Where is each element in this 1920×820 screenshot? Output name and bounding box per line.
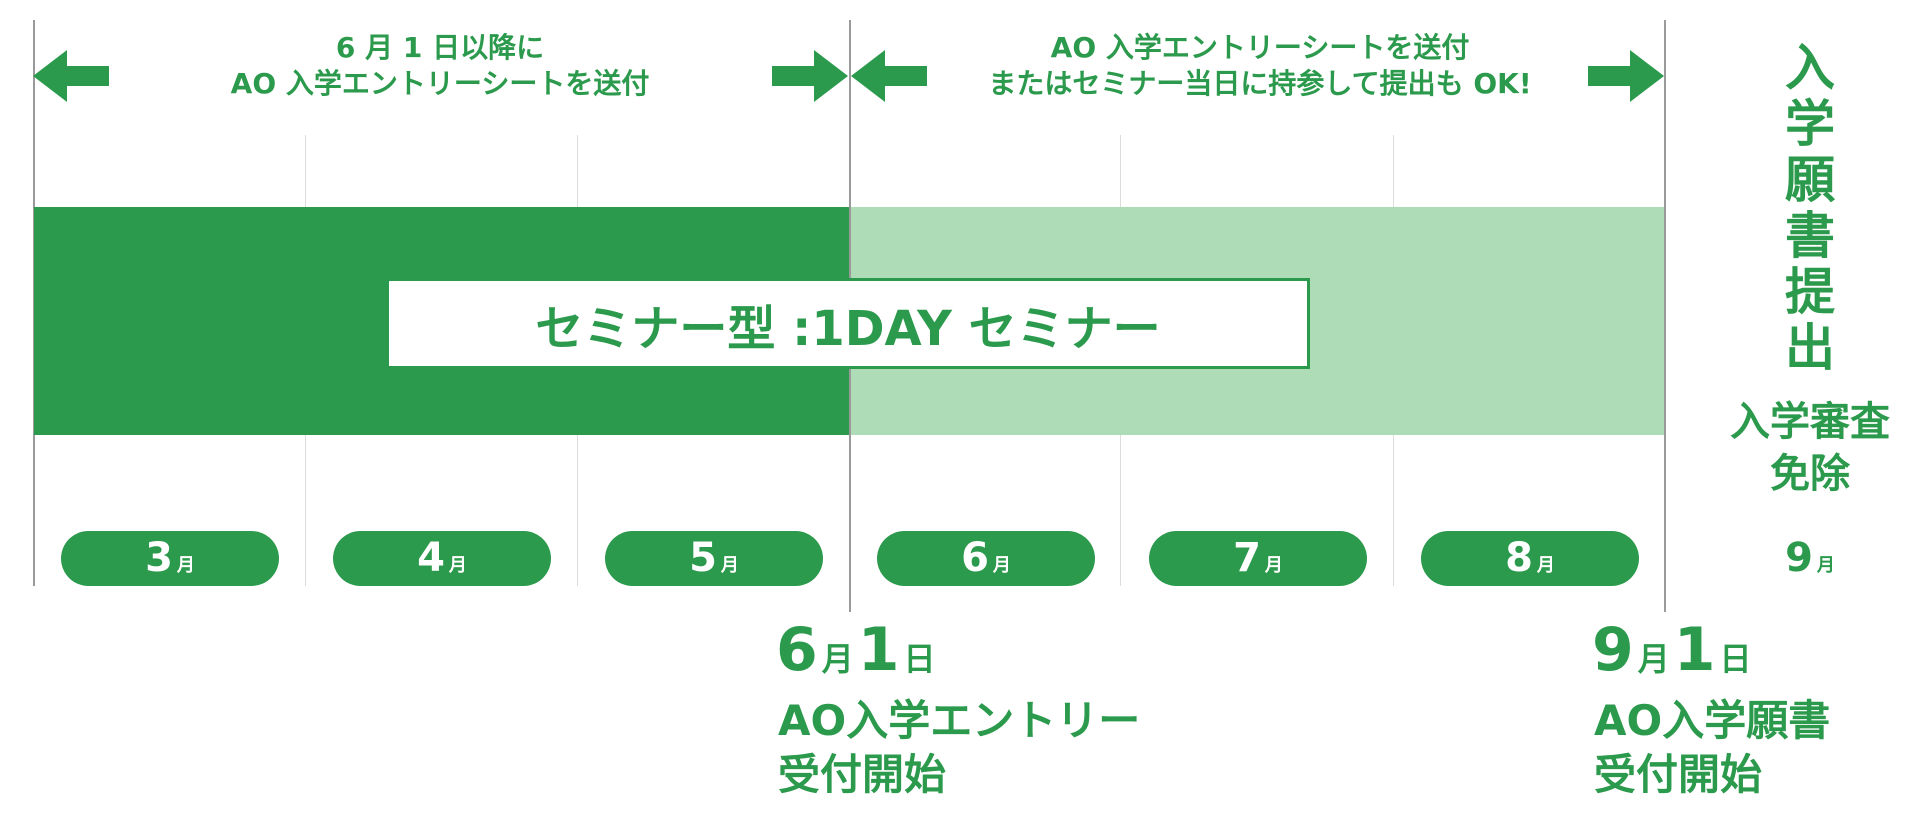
date-month: 9	[1592, 615, 1634, 685]
arrow-right-icon	[1588, 50, 1664, 102]
application-char: 学	[1785, 95, 1835, 153]
seminar-label-box: セミナー型 :1DAY セミナー	[386, 278, 1310, 369]
application-submission-vertical: 入 学 願 書 提 出	[1760, 40, 1860, 376]
exempt-line1: 入学審査	[1730, 399, 1890, 445]
date-month: 6	[776, 615, 818, 685]
month-unit: 月	[1536, 555, 1555, 576]
date-day: 1	[857, 615, 900, 685]
event-line2: 受付開始	[1594, 750, 1763, 799]
arrow-left-icon	[851, 50, 927, 102]
month-unit: 月	[720, 555, 739, 576]
application-char: 願	[1785, 151, 1835, 209]
left-caption-line1: 6 月 1 日以降に	[335, 31, 545, 64]
month-unit: 月	[448, 555, 467, 576]
month-unit: 月	[1816, 555, 1835, 576]
left-period-caption: 6 月 1 日以降に AO 入学エントリーシートを送付	[140, 30, 740, 102]
month-number: 6	[961, 535, 989, 581]
month-unit: 月	[176, 555, 195, 576]
exempt-line2: 免除	[1770, 451, 1850, 497]
september-boundary-line	[1664, 20, 1666, 612]
month-number: 5	[689, 535, 717, 581]
application-char: 書	[1785, 207, 1835, 265]
month-number: 9	[1785, 535, 1813, 581]
milestone-event-june: AO入学エントリー 受付開始	[778, 694, 1140, 802]
left-caption-line2: AO 入学エントリーシートを送付	[230, 67, 650, 100]
date-month-unit: 月	[1637, 640, 1670, 678]
right-caption-line1: AO 入学エントリーシートを送付	[1050, 31, 1470, 64]
right-caption-line2: またはセミナー当日に持参して提出も OK!	[988, 67, 1532, 100]
event-line1: AO入学エントリー	[778, 696, 1141, 745]
application-char: 入	[1785, 39, 1835, 97]
event-line2: 受付開始	[778, 750, 947, 799]
month-number: 8	[1505, 535, 1533, 581]
month-number: 4	[417, 535, 445, 581]
date-month-unit: 月	[821, 640, 854, 678]
date-day: 1	[1673, 615, 1716, 685]
month-unit: 月	[992, 555, 1011, 576]
exam-exempt-label: 入学審査 免除	[1710, 396, 1910, 500]
seminar-label: セミナー型 :1DAY セミナー	[535, 300, 1161, 357]
date-day-unit: 日	[1719, 640, 1752, 678]
month-number: 7	[1233, 535, 1261, 581]
right-period-caption: AO 入学エントリーシートを送付 またはセミナー当日に持参して提出も OK!	[930, 30, 1590, 102]
month-unit: 月	[1264, 555, 1283, 576]
event-line1: AO入学願書	[1594, 696, 1831, 745]
month-number: 3	[145, 535, 173, 581]
application-char: 出	[1785, 319, 1835, 377]
date-day-unit: 日	[903, 640, 936, 678]
arrow-left-icon	[33, 50, 109, 102]
milestone-event-september: AO入学願書 受付開始	[1594, 694, 1830, 802]
application-char: 提	[1785, 263, 1835, 321]
arrow-right-icon	[772, 50, 848, 102]
